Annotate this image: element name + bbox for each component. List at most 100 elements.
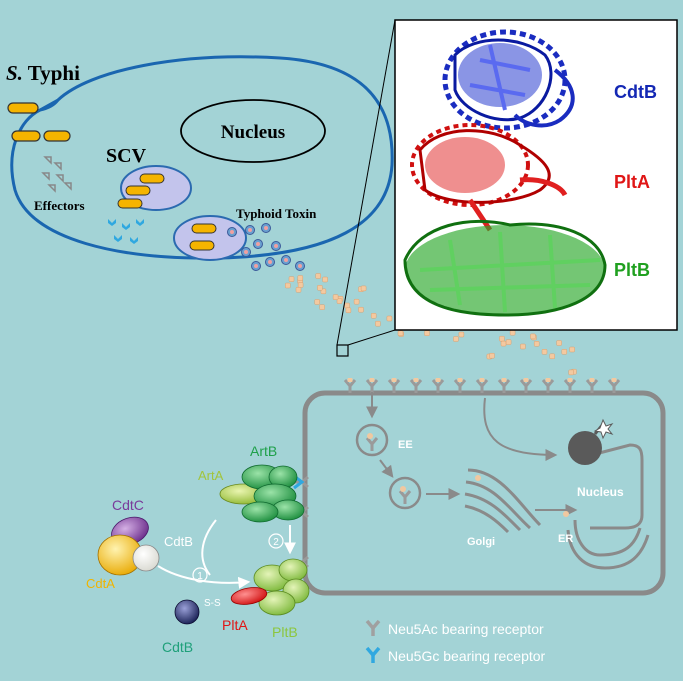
top-nucleus [180, 99, 326, 163]
pltb-structure [403, 219, 607, 317]
toxin-particle [556, 340, 562, 346]
legend-neu5gc-label: Neu5Gc bearing receptor [388, 648, 546, 664]
cdtb-subunit [174, 599, 200, 625]
toxin-particle [319, 304, 325, 310]
toxin-particle [317, 285, 323, 291]
toxin-particle [500, 340, 507, 347]
golgi [464, 468, 542, 534]
toxin-particle [332, 294, 339, 300]
toxin-particle [344, 302, 350, 309]
bound-toxin [523, 378, 529, 382]
er-label: ER [558, 533, 573, 545]
bound-toxin [457, 378, 463, 382]
bacterium [43, 130, 71, 142]
toxin-vacuole [173, 215, 247, 261]
structure-label-cdtb: CdtB [614, 82, 657, 102]
toxin-particle [505, 339, 512, 345]
bacterium [11, 130, 41, 142]
toxin-particle [509, 329, 516, 336]
toxin-particle [358, 306, 364, 313]
transport-vesicle [388, 476, 422, 510]
cdtb-label: CdtB [164, 534, 193, 549]
typhoid-toxin-label: Typhoid Toxin [236, 206, 317, 221]
bound-toxin [589, 378, 595, 382]
toxin-particle [314, 299, 320, 305]
toxin-particle [424, 330, 430, 336]
toxin-particle [370, 313, 377, 319]
bacterium [117, 198, 143, 209]
bound-toxin [413, 378, 419, 382]
bound-toxin [435, 378, 441, 382]
toxin-particle [530, 333, 536, 340]
ee-label: EE [398, 439, 413, 451]
bacterium [125, 185, 151, 196]
cdt-holotoxin [97, 516, 160, 576]
bacterium-label: S. Typhi [6, 61, 80, 85]
cdta-label: CdtA [86, 576, 115, 591]
legend-neu5ac-icon [365, 619, 381, 636]
disulfide-label: S-S [204, 598, 221, 609]
early-endosome [355, 423, 389, 457]
bound-toxin [479, 378, 485, 382]
toxin-particle [297, 282, 304, 288]
toxin-bomb [568, 431, 602, 465]
toxin-particle [569, 346, 575, 353]
toxin-particle [375, 320, 381, 327]
toxin-particle [336, 298, 343, 304]
cdtb-bottom-label: CdtB [162, 639, 193, 655]
typhoid-toxin-assembled [230, 558, 310, 616]
toxin-particle [353, 298, 360, 305]
toxin-particle [315, 273, 321, 279]
toxin-particle [288, 276, 295, 282]
pltb-label: PltB [272, 624, 298, 640]
bound-toxin [391, 378, 397, 382]
toxin-particle [285, 282, 291, 289]
artab-complex [219, 464, 305, 523]
plta-label: PltA [222, 617, 248, 633]
plta-structure [410, 123, 568, 232]
toxin-particle [386, 315, 393, 322]
bound-toxin [611, 378, 617, 382]
golgi-label: Golgi [467, 536, 495, 548]
toxin-particle [322, 276, 328, 283]
toxin-particle [520, 343, 526, 350]
structure-label-pltb: PltB [614, 260, 650, 280]
legend: Neu5Ac bearing receptor Neu5Gc bearing r… [365, 619, 546, 664]
legend-neu5ac-label: Neu5Ac bearing receptor [388, 621, 544, 637]
effectors-label: Effectors [34, 198, 85, 213]
bound-toxin [567, 378, 573, 382]
scv-label: SCV [106, 145, 147, 167]
step-1-label: 1 [197, 571, 203, 582]
bacterium [191, 223, 217, 234]
target-cell-membrane [302, 390, 666, 596]
toxin-particle [397, 330, 404, 337]
artb-label: ArtB [250, 443, 277, 459]
receptor-row [343, 378, 621, 395]
bound-toxin [501, 378, 507, 382]
bacterium-group [7, 102, 71, 142]
toxin-particle [458, 331, 465, 338]
er [563, 511, 650, 570]
bacterium [139, 173, 165, 184]
bound-toxin [545, 378, 551, 382]
legend-neu5gc-icon [365, 646, 381, 663]
bound-toxin [369, 378, 375, 382]
toxin-particle [360, 285, 367, 292]
toxin-particle [568, 369, 574, 376]
cdtc-label: CdtC [112, 497, 144, 513]
top-nucleus-label: Nucleus [221, 122, 285, 143]
cdtb-structure [442, 29, 575, 131]
structure-label-plta: PltA [614, 172, 650, 192]
toxin-particle [295, 287, 302, 293]
toxin-particle [561, 349, 568, 355]
bacterium [7, 102, 39, 114]
toxin-particle [499, 335, 505, 342]
toxin-particle [549, 353, 555, 360]
toxin-particle [541, 349, 548, 355]
arta-label: ArtA [198, 468, 224, 483]
bacterium [189, 240, 215, 251]
released-toxin-cloud [285, 273, 577, 376]
step-2-label: 2 [273, 537, 279, 548]
zoom-box [336, 344, 349, 357]
